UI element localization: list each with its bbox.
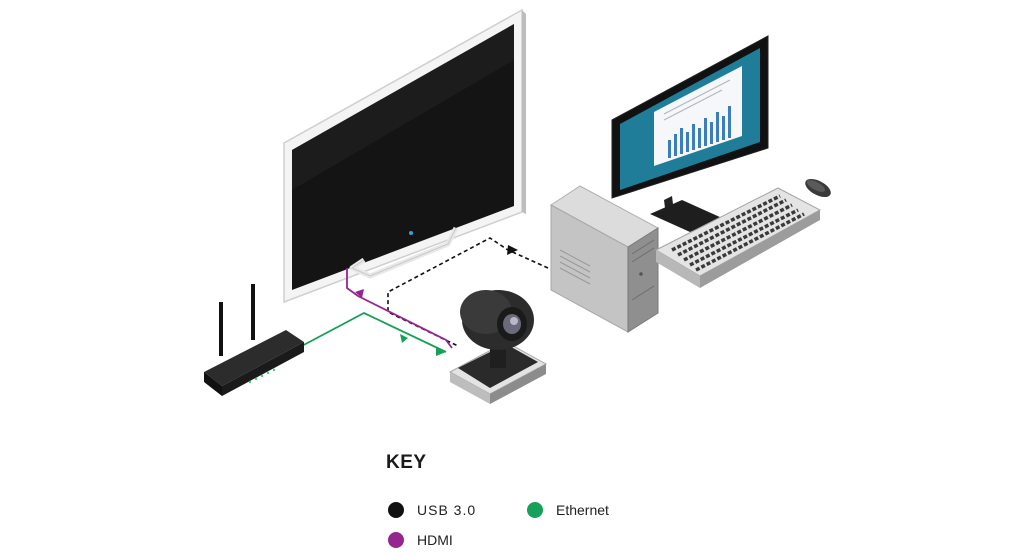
desktop-monitor-icon [611,35,769,232]
hdmi-color-dot-icon [388,532,404,548]
legend-item-ethernet: Ethernet [527,502,609,518]
legend-label-usb: USB 3.0 [417,502,477,518]
legend-label-hdmi: HDMI [417,532,453,548]
pc-tower-icon [550,185,659,333]
keyboard-icon [654,187,822,288]
wifi-router-icon [204,284,304,396]
hdmi-cable [346,268,453,349]
legend-label-ethernet: Ethernet [556,502,609,518]
legend-item-hdmi: HDMI [388,532,453,548]
ethernet-cable [297,311,447,356]
ethernet-color-dot-icon [527,502,543,518]
legend: KEY USB 3.0 Ethernet HDMI [384,452,684,552]
mouse-icon [805,178,831,198]
legend-item-usb: USB 3.0 [388,502,476,518]
tv-display-icon [283,8,526,304]
legend-title: KEY [386,452,427,473]
usb-color-dot-icon [388,502,404,518]
ptz-camera-icon [448,290,548,404]
